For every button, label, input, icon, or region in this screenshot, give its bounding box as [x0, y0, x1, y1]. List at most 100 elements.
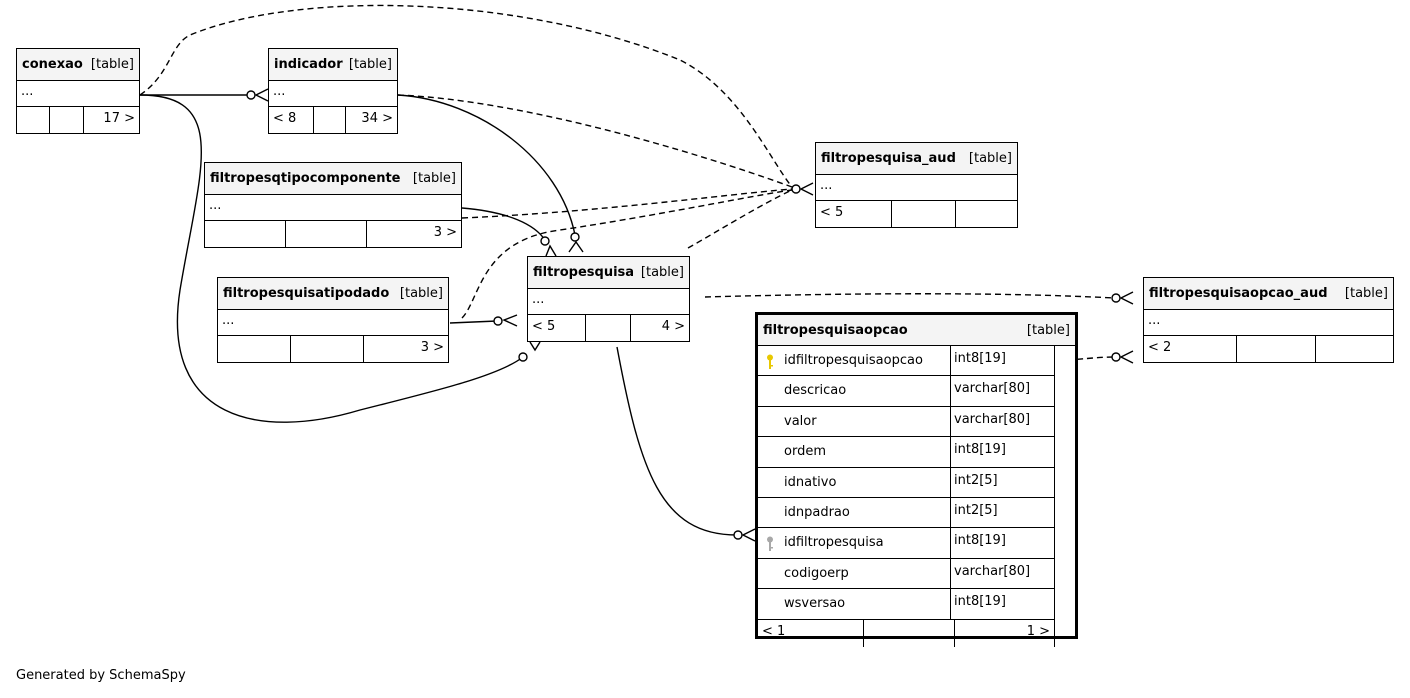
columns-collapsed: ... — [1144, 310, 1393, 336]
table-name: filtropesquisa_aud — [821, 151, 956, 166]
column-list: idfiltropesquisaopcao int8[19] descricao… — [758, 346, 1055, 620]
table-header: filtropesquisatipodado [table] — [218, 278, 448, 310]
parent-count: < 2 — [1144, 336, 1237, 362]
table-filtropesqtipocomponente[interactable]: filtropesqtipocomponente [table] ... 3 > — [204, 162, 462, 248]
table-name: filtropesquisaopcao_aud — [1149, 286, 1328, 301]
column-name: valor — [784, 413, 817, 429]
column-name: codigoerp — [784, 565, 849, 581]
parent-count — [218, 336, 291, 362]
zero-marker — [1111, 352, 1121, 362]
zero-marker — [570, 232, 580, 242]
edge-conexao-filtropesquisa — [139, 94, 524, 423]
table-footer: 3 > — [218, 336, 448, 362]
row-count — [286, 221, 367, 247]
row-count — [314, 107, 346, 133]
edge-tipodado-filtropesquisa — [449, 320, 498, 324]
column-row[interactable]: idnativo int2[5] — [758, 467, 1055, 498]
table-header: conexao [table] — [17, 49, 139, 81]
table-header: filtropesquisaopcao_aud [table] — [1144, 278, 1393, 310]
column-type: int2[5] — [951, 497, 1055, 528]
table-type: [table] — [399, 286, 443, 301]
zero-marker — [518, 352, 528, 362]
child-count — [956, 201, 1017, 227]
column-type: varchar[80] — [951, 406, 1055, 437]
columns-collapsed: ... — [816, 175, 1017, 201]
columns-collapsed: ... — [269, 81, 397, 107]
edge-indicador-filtropesquisa — [397, 94, 576, 236]
child-count: 17 > — [103, 111, 135, 126]
child-count: 4 > — [661, 319, 685, 334]
table-footer: < 1 1 > — [758, 619, 1055, 647]
table-conexao[interactable]: conexao [table] ... 17 > — [16, 48, 140, 134]
columns-collapsed: ... — [17, 81, 139, 107]
table-type: [table] — [968, 151, 1012, 166]
table-type: [table] — [90, 57, 134, 72]
column-row[interactable]: codigoerp varchar[80] — [758, 558, 1055, 590]
table-filtropesquisaopcao-aud[interactable]: filtropesquisaopcao_aud [table] ... < 2 — [1143, 277, 1394, 363]
columns-collapsed: ... — [528, 289, 689, 315]
column-row[interactable]: valor varchar[80] — [758, 406, 1055, 438]
row-count — [50, 107, 84, 133]
column-name: descricao — [784, 383, 847, 399]
zero-marker — [1111, 293, 1121, 303]
edge-indicador-aud — [397, 94, 793, 188]
row-count — [1237, 336, 1316, 362]
table-filtropesquisa[interactable]: filtropesquisa [table] ... < 5 4 > — [527, 256, 690, 342]
crow-foot — [502, 314, 518, 327]
table-name: indicador — [274, 57, 343, 72]
column-row[interactable]: wsversao int8[19] — [758, 589, 1055, 620]
column-type: varchar[80] — [951, 376, 1055, 406]
table-footer: < 5 — [816, 201, 1017, 227]
table-footer: < 8 34 > — [269, 107, 397, 133]
column-type: varchar[80] — [951, 558, 1055, 589]
parent-count: < 5 — [816, 201, 892, 227]
crow-foot — [799, 182, 814, 196]
edge-filtropesquisa-aud — [687, 189, 793, 249]
table-type: [table] — [640, 265, 684, 280]
column-row[interactable]: idfiltropesquisaopcao int8[19] — [758, 346, 1055, 377]
parent-count: < 5 — [528, 315, 586, 341]
edge-tipocomponente-aud — [461, 188, 793, 219]
column-name: idfiltropesquisa — [784, 535, 884, 551]
column-row[interactable]: descricao varchar[80] — [758, 376, 1055, 407]
table-header: indicador [table] — [269, 49, 397, 81]
table-indicador[interactable]: indicador [table] ... < 8 34 > — [268, 48, 398, 134]
table-header: filtropesqtipocomponente [table] — [205, 163, 461, 195]
child-count: 3 > — [420, 340, 444, 355]
column-row[interactable]: ordem int8[19] — [758, 437, 1055, 468]
table-footer: 3 > — [205, 221, 461, 247]
row-count — [291, 336, 364, 362]
column-row[interactable]: idnpadrao int2[5] — [758, 497, 1055, 529]
columns-collapsed: ... — [218, 310, 448, 336]
table-type: [table] — [412, 171, 456, 186]
zero-marker — [246, 90, 256, 100]
parent-count — [17, 107, 50, 133]
columns-collapsed: ... — [205, 195, 461, 221]
table-footer: < 5 4 > — [528, 315, 689, 341]
zero-marker — [791, 184, 801, 194]
column-name: idfiltropesquisaopcao — [784, 353, 923, 368]
table-type: [table] — [1344, 286, 1388, 301]
generated-by-footer: Generated by SchemaSpy — [16, 668, 186, 683]
column-row[interactable]: idfiltropesquisa int8[19] — [758, 528, 1055, 559]
table-filtropesquisaopcao[interactable]: filtropesquisaopcao [table] idfiltropesq… — [755, 312, 1078, 647]
column-name: idnpadrao — [784, 504, 850, 520]
table-filtropesquisa-aud[interactable]: filtropesquisa_aud [table] ... < 5 — [815, 142, 1018, 228]
edge-tipodado-aud — [461, 189, 793, 319]
crow-foot — [741, 528, 756, 542]
crow-foot — [1119, 291, 1134, 305]
column-type: int8[19] — [951, 346, 1055, 376]
table-filtropesquisatipodado[interactable]: filtropesquisatipodado [table] ... 3 > — [217, 277, 449, 363]
crow-foot — [568, 240, 584, 253]
table-name: conexao — [22, 57, 83, 72]
crow-foot — [254, 88, 269, 102]
table-name: filtropesquisaopcao — [763, 322, 908, 338]
column-type: int2[5] — [951, 467, 1055, 497]
table-type: [table] — [1026, 322, 1070, 338]
table-type: [table] — [348, 57, 392, 72]
row-count — [864, 619, 955, 647]
table-header: filtropesquisaopcao [table] — [758, 315, 1075, 346]
edge-filtropesquisa-opcao — [616, 346, 738, 536]
parent-count: < 8 — [269, 107, 314, 133]
